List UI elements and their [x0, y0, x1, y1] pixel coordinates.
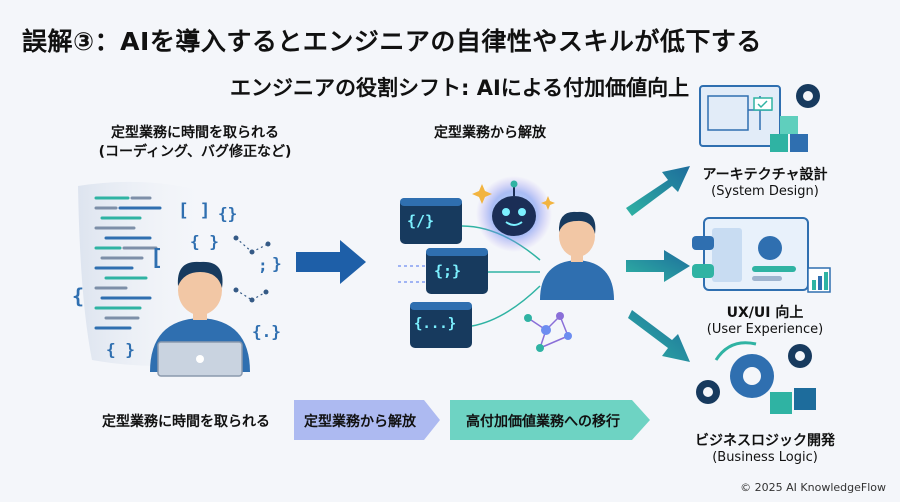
- role-title: ビジネスロジック開発: [695, 433, 835, 449]
- flow-step1-label: 定型業務に時間を取られる: [102, 414, 270, 430]
- gears-icon: [696, 344, 812, 404]
- middle-caption: 定型業務から解放: [434, 125, 546, 141]
- role-architecture: アーキテクチャ設計 (System Design): [690, 166, 840, 199]
- engineer-freed: [540, 211, 614, 300]
- chart-icon: [807, 267, 831, 293]
- dotted-network: [233, 235, 271, 303]
- flow-lines-dashed: [398, 265, 426, 283]
- left-caption-line2: (コーディング、バグ修正など): [98, 143, 292, 160]
- cubes-icon: [770, 116, 808, 152]
- code-window-1: [400, 198, 462, 244]
- diagram-title: エンジニアの役割シフト: AIによる付加価値向上: [230, 76, 690, 100]
- flow-band-step3: [450, 400, 650, 440]
- code-window-3: [410, 302, 472, 348]
- flow-step3-label: 高付加価値業務への移行: [466, 414, 620, 430]
- ai-robot: [476, 176, 552, 252]
- role-subtitle: (User Experience): [706, 322, 824, 338]
- puzzle-icon: [770, 388, 816, 414]
- arrow-left-to-middle: [296, 240, 366, 284]
- role-title: UX/UI 向上: [726, 305, 804, 321]
- role-uxui: UX/UI 向上 (User Experience): [690, 304, 840, 337]
- role-subtitle: (Business Logic): [712, 450, 818, 466]
- ui-dashboard-icon: [703, 217, 809, 291]
- chat-bubble-icon: [692, 236, 714, 278]
- slide-title: 誤解③：AIを導入するとエンジニアの自律性やスキルが低下する: [22, 27, 762, 56]
- copyright: © 2025 AI KnowledgeFlow: [740, 481, 886, 494]
- left-caption-line1: 定型業務に時間を取られる: [111, 125, 279, 141]
- role-subtitle: (System Design): [711, 184, 819, 200]
- code-lines: [94, 196, 162, 330]
- sparkles: [472, 184, 555, 210]
- left-caption: 定型業務に時間を取られる (コーディング、バグ修正など): [60, 124, 330, 162]
- blueprint-icon: [699, 85, 781, 147]
- arrow-to-uxui: [626, 250, 690, 282]
- flow-band-step2: [294, 400, 440, 440]
- molecule-network: [524, 312, 572, 352]
- code-window-2: [426, 248, 488, 294]
- cycle-arrows-icon: [714, 341, 757, 361]
- role-title: アーキテクチャ設計: [702, 167, 828, 183]
- gear-icon: [796, 84, 820, 108]
- role-business-logic: ビジネスロジック開発 (Business Logic): [690, 432, 840, 465]
- flow-step2-label: 定型業務から解放: [304, 414, 416, 430]
- arrow-to-business-logic: [628, 310, 690, 362]
- engineer-at-laptop: [150, 261, 250, 377]
- arrow-to-architecture: [626, 166, 690, 216]
